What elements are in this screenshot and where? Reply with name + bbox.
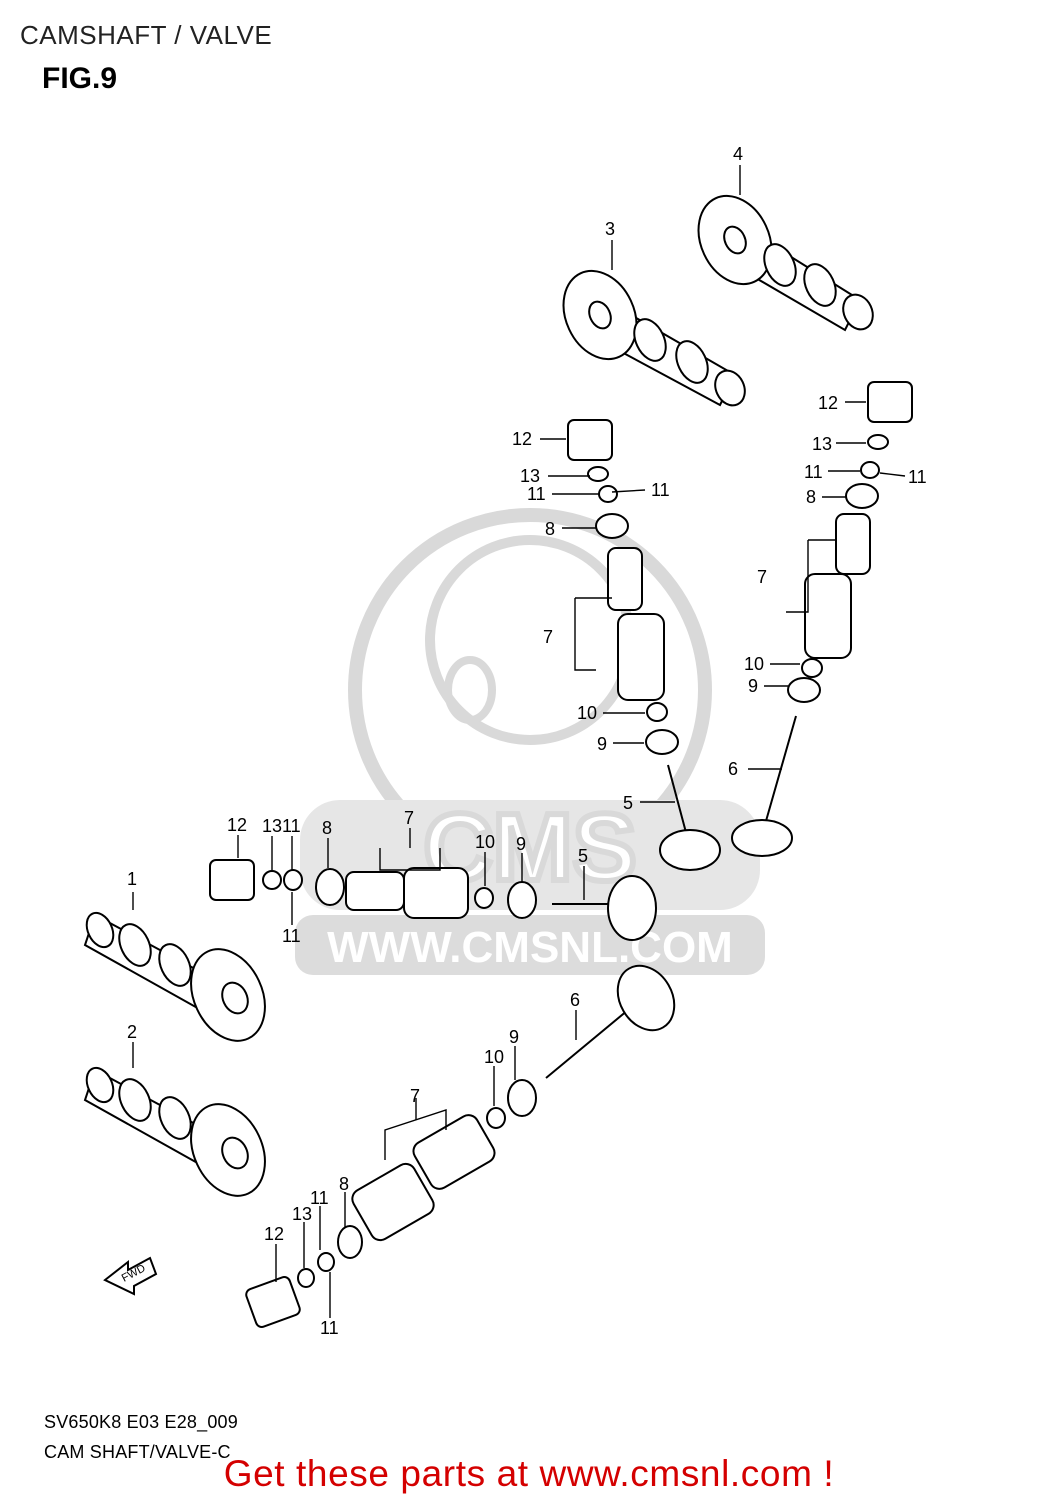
callout-9: 9 — [748, 676, 758, 696]
tappet-12a — [567, 419, 613, 461]
diagram-name: CAM SHAFT/VALVE-C — [44, 1442, 231, 1462]
page-title: CAMSHAFT / VALVE — [20, 20, 273, 50]
retainer-8a — [595, 513, 629, 539]
callout-10: 10 — [484, 1047, 504, 1067]
callout-12: 12 — [818, 393, 838, 413]
watermark-mascot-face — [425, 535, 635, 745]
callout-11: 11 — [320, 1318, 339, 1338]
camshaft-2 — [83, 1066, 266, 1197]
callout-4: 4 — [733, 144, 743, 164]
spring-outer-7a — [617, 613, 665, 701]
figure-label: FIG.9 — [42, 62, 118, 95]
camshaft-3 — [562, 269, 746, 407]
callout-13: 13 — [262, 816, 282, 836]
callout-12: 12 — [227, 815, 247, 835]
callout-3: 3 — [605, 219, 615, 239]
seal-10a — [646, 702, 668, 722]
callout-9: 9 — [509, 1027, 519, 1047]
callout-13: 13 — [812, 434, 832, 454]
fwd-arrow-icon: FWD — [103, 1256, 158, 1296]
shim-13a — [587, 466, 609, 482]
callout-11: 11 — [804, 462, 823, 482]
callout-9: 9 — [597, 734, 607, 754]
callout-10: 10 — [744, 654, 764, 674]
valve-train-d — [245, 964, 676, 1328]
callout-10: 10 — [475, 832, 495, 852]
callout-12: 12 — [512, 429, 532, 449]
callout-7: 7 — [404, 808, 414, 828]
valve-5a — [659, 829, 721, 871]
watermark-mascot-eye — [444, 656, 496, 724]
promo-link[interactable]: Get these parts at www.cmsnl.com ! — [223, 1453, 835, 1494]
callout-5: 5 — [623, 793, 633, 813]
callout-11: 11 — [908, 467, 927, 487]
watermark-url: WWW.CMSNL.COM — [327, 923, 733, 972]
callouts: 4 3 12 13 11 11 8 7 10 9 5 12 13 11 11 8… — [127, 144, 927, 1338]
valve-train-a — [567, 419, 721, 871]
callout-6: 6 — [728, 759, 738, 779]
callout-8: 8 — [545, 519, 555, 539]
camshaft-1 — [83, 911, 266, 1042]
callout-8: 8 — [322, 818, 332, 838]
callout-10: 10 — [577, 703, 597, 723]
callout-9: 9 — [516, 834, 526, 854]
callout-6: 6 — [570, 990, 580, 1010]
callout-7: 7 — [543, 627, 553, 647]
leader-lines — [132, 165, 906, 1318]
callout-11: 11 — [527, 484, 546, 504]
callout-12: 12 — [264, 1224, 284, 1244]
callout-13: 13 — [292, 1204, 312, 1224]
callout-13: 13 — [520, 466, 540, 486]
valve-train-c — [209, 859, 657, 941]
callout-11: 11 — [310, 1188, 329, 1208]
spring-inner-7a — [607, 547, 643, 611]
cotter-11a — [598, 485, 618, 503]
camshaft-4 — [697, 194, 874, 332]
callout-8: 8 — [339, 1174, 349, 1194]
callout-7: 7 — [757, 567, 767, 587]
valve-train-b — [731, 381, 913, 857]
callout-8: 8 — [806, 487, 816, 507]
callout-7: 7 — [410, 1086, 420, 1106]
callout-1: 1 — [127, 869, 137, 889]
callout-11: 11 — [651, 480, 670, 500]
callout-11: 11 — [282, 816, 301, 836]
diagram-code: SV650K8 E03 E28_009 — [44, 1412, 238, 1432]
callout-2: 2 — [127, 1022, 137, 1042]
callout-11: 11 — [282, 926, 301, 946]
seat-9a — [645, 729, 679, 755]
callout-5: 5 — [578, 846, 588, 866]
